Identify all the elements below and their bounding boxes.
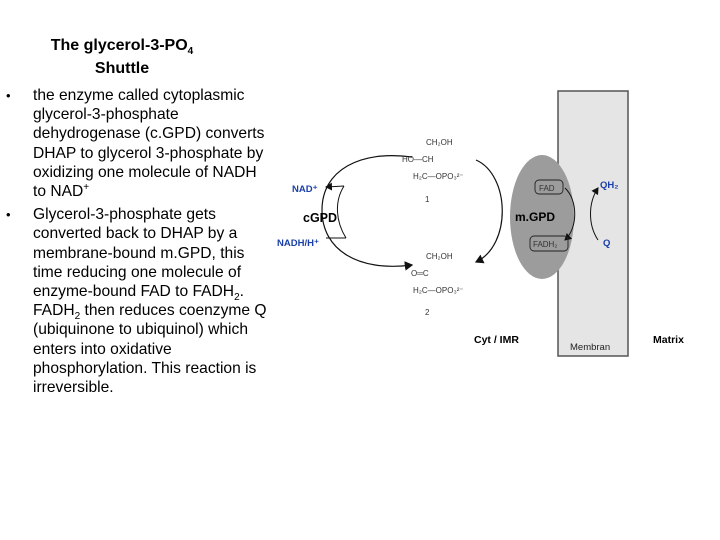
mol2-number: 2	[425, 308, 430, 317]
q-label: Q	[603, 238, 610, 249]
nadh-label: NADH/H⁺	[277, 238, 319, 249]
title-line-2: Shuttle	[94, 60, 150, 77]
bullet-list: • the enzyme called cytoplasmic glycerol…	[6, 86, 270, 401]
qh2-label: QH₂	[600, 180, 618, 191]
bullet-text: Glycerol-3-phosphate gets converted back…	[33, 206, 245, 301]
bullet-item-1: • the enzyme called cytoplasmic glycerol…	[6, 87, 265, 201]
arrow-nadh-to-nad	[337, 185, 347, 239]
fad-box	[534, 179, 564, 195]
mol2-line3: H₂C—OPO₃²⁻	[413, 286, 464, 295]
mol1-line3: H₂C—OPO₃²⁻	[413, 172, 464, 181]
slide-title: The glycerol-3-PO4 Shuttle	[22, 34, 222, 80]
arrow-g3p-to-dhap	[474, 159, 503, 264]
cgpd-label: cGPD	[303, 211, 337, 225]
mgpd-enzyme-ellipse	[510, 155, 574, 279]
mol2-line2: O═C	[411, 269, 429, 278]
bullet-marker: •	[6, 88, 11, 103]
mol1-line1: CH₂OH	[426, 138, 453, 147]
membran-label: Membran	[570, 342, 610, 353]
arrow-dhap-to-g3p	[321, 155, 414, 271]
cyt-imr-label: Cyt / IMR	[474, 334, 519, 346]
fadh2-label: FADH₂	[533, 240, 557, 249]
mgpd-label: m.GPD	[515, 210, 555, 224]
mol2-line1: CH₂OH	[426, 252, 453, 261]
arrow-nad-release	[325, 182, 345, 191]
bullet-text: the enzyme called cytoplasmic glycerol-3…	[33, 87, 265, 201]
bullet-marker: •	[6, 207, 11, 223]
matrix-label: Matrix	[653, 334, 684, 346]
arrow-q-to-qh2	[590, 187, 599, 241]
mol1-line2: HO—CH	[402, 155, 434, 164]
arrow-fad-to-fadh2	[564, 187, 576, 241]
bullet-item-2: • Glycerol-3-phosphate gets converted ba…	[6, 206, 267, 397]
mol1-number: 1	[425, 195, 430, 204]
nad-plus-label: NAD⁺	[292, 184, 318, 195]
fad-label: FAD	[539, 184, 555, 193]
fadh2-box	[529, 235, 569, 252]
title-line-1: The glycerol-3-PO4	[50, 37, 194, 58]
